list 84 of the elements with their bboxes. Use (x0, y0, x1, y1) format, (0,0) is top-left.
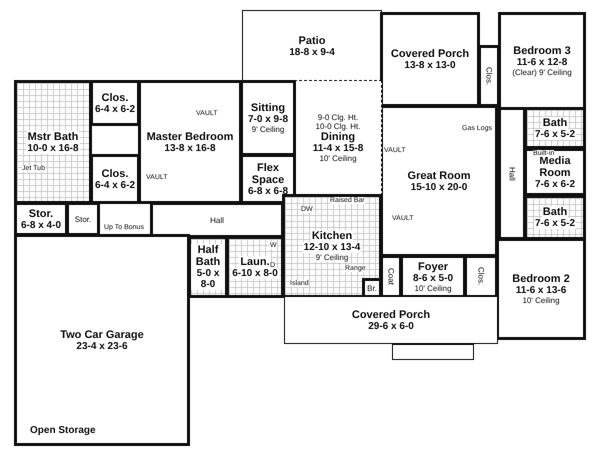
room (14, 202, 68, 236)
room-name: Bedroom 2 (511, 273, 571, 285)
room-dimension: 29-6 x 6-0 (367, 320, 415, 332)
area-label: Open Storage (30, 425, 96, 436)
tiled-room (524, 107, 586, 149)
room (498, 12, 586, 110)
room-name: Hall (209, 216, 225, 224)
room-dimension: 6-8 x 4-0 (20, 220, 62, 230)
room-name: Covered Porch (350, 308, 432, 320)
room-name: Clos. (100, 92, 130, 104)
tiled-room (14, 80, 92, 204)
room-dimension: 7-6 x 5-2 (534, 218, 576, 229)
room-dimension: 13-8 x 13-0 (403, 60, 457, 71)
room-dimension: 6-4 x 6-2 (94, 104, 136, 114)
room-name: Two Car Garage (59, 328, 145, 340)
room-dimension: 5-0 x 8-0 (191, 268, 225, 290)
room-name: Master Bedroom (146, 130, 234, 142)
room-name: Coat (386, 268, 396, 285)
tiled-room (282, 194, 382, 298)
porch-steps (392, 344, 474, 360)
room-dimension: 15-10 x 20-0 (410, 182, 468, 192)
room-name: Stor. (74, 214, 92, 224)
room-dimension: 10-0 x 16-8 (26, 142, 80, 154)
room-name: Stor. (28, 208, 54, 220)
room (90, 154, 140, 204)
room-note: (Clear) 9' Ceiling (511, 68, 573, 77)
room-name: Br. (366, 284, 378, 292)
room-name: Clos. (100, 168, 130, 180)
room (138, 80, 242, 204)
room-name: Half Bath (191, 244, 225, 268)
outdoor-area (284, 296, 498, 344)
tiled-room (524, 195, 586, 240)
room (294, 80, 382, 196)
room (240, 154, 296, 204)
room-name: Sitting (250, 102, 286, 114)
room (464, 255, 498, 298)
room-dimension: 7-6 x 5-2 (534, 128, 576, 140)
room (380, 105, 498, 257)
tiled-room (226, 236, 284, 298)
room (478, 45, 500, 107)
room-dimension: 6-4 x 6-2 (94, 180, 136, 190)
room-name: Hall (506, 166, 518, 180)
room (498, 107, 526, 240)
room-dimension: 13-8 x 16-8 (163, 142, 217, 154)
room-name: Bedroom 3 (512, 45, 572, 57)
room (14, 234, 190, 446)
room-name: Patio (298, 34, 326, 46)
outdoor-area (242, 10, 382, 82)
room-name: Dining (320, 131, 356, 143)
room-note: 10' Ceiling (318, 154, 358, 163)
room-dimension: 23-4 x 23-6 (75, 340, 129, 352)
tiled-room (188, 236, 228, 298)
room-name: Laun. (239, 256, 271, 268)
room (150, 202, 284, 238)
room-dimension: 11-6 x 13-6 (514, 285, 568, 296)
room (66, 202, 100, 236)
room (400, 255, 466, 298)
room-note: 9' Ceiling (250, 125, 286, 134)
room-name: Clos. (476, 267, 486, 286)
room (90, 80, 140, 126)
room (496, 238, 586, 340)
room-name: Clos. (484, 66, 494, 86)
room (380, 12, 480, 107)
room-note: 10' Ceiling (521, 296, 561, 305)
room-name: Bath (542, 206, 568, 218)
room-name: Great Room (406, 170, 472, 182)
room-name: Foyer (417, 260, 449, 272)
room-dimension: 7-6 x 6-2 (534, 178, 576, 190)
room-name: Mstr Bath (26, 130, 80, 142)
room-note: 9' Ceiling (314, 253, 350, 262)
room (240, 80, 296, 156)
room-dimension: 18-8 x 9-4 (288, 46, 336, 58)
room-dimension: 8-6 x 5-0 (412, 272, 454, 284)
room-dimension: 11-6 x 12-8 (516, 57, 568, 68)
room-dimension: 6-10 x 8-0 (231, 268, 279, 278)
room (524, 148, 586, 196)
room-dimension: 12-10 x 13-4 (302, 242, 362, 253)
ceiling-height-note: 10-0 Clg. Ht. (314, 122, 362, 131)
room-name: Kitchen (310, 230, 354, 242)
room-name: Covered Porch (390, 48, 470, 60)
room-name: Bath (542, 116, 568, 128)
ceiling-height-note: 9-0 Clg. Ht. (316, 113, 360, 122)
room-dimension: 11-4 x 15-8 (312, 143, 364, 154)
room-dimension: 7-0 x 9-8 (246, 114, 290, 125)
